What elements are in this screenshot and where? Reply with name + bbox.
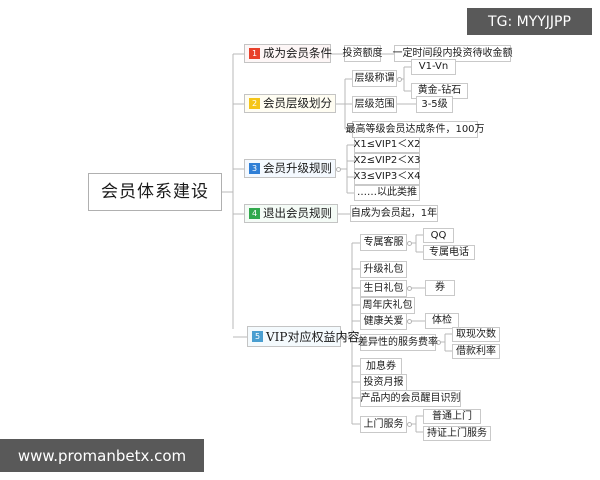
sub-node-top-tier-condition[interactable]: 最高等级会员达成条件，100万 xyxy=(345,121,485,138)
root-node-label: 会员体系建设 xyxy=(101,181,209,202)
connector-dot xyxy=(436,339,441,345)
leaf-node-coupon[interactable]: 券 xyxy=(425,280,455,296)
leaf-node-label: 3-5级 xyxy=(421,98,448,110)
telegram-watermark: TG: MYYJJPP xyxy=(467,8,592,35)
branch-label-2: 会员层级划分 xyxy=(263,95,332,110)
sub-node-interest-coupon[interactable]: 加息券 xyxy=(360,358,402,375)
leaf-node-label: 取现次数 xyxy=(456,328,496,340)
site-watermark-text: www.promanbetx.com xyxy=(17,446,187,465)
connector-dot xyxy=(407,285,412,291)
branch-number-badge-3: 3 xyxy=(249,163,260,174)
sub-node-upgrade-gift[interactable]: 升级礼包 xyxy=(360,261,407,278)
sub-node-door-to-door-service[interactable]: 上门服务 xyxy=(360,416,407,433)
leaf-node-label: 专属电话 xyxy=(429,246,469,258)
branch-node-1[interactable]: 1 成为会员条件 xyxy=(244,44,332,63)
connector-dot xyxy=(336,166,341,172)
branch-node-2[interactable]: 2 会员层级划分 xyxy=(244,94,336,113)
branch-number-badge-1: 1 xyxy=(249,48,260,59)
leaf-node-label: 券 xyxy=(435,282,445,293)
leaf-node-tier-count[interactable]: 3-5级 xyxy=(416,96,453,113)
branch-number-badge-4: 4 xyxy=(249,208,260,219)
connector-dot xyxy=(407,240,412,246)
sub-node-label: 层级范围 xyxy=(354,98,395,110)
sub-node-vip2-rule[interactable]: X2≤VIP2＜X3 xyxy=(353,153,421,169)
sub-node-vip1-rule[interactable]: X1≤VIP1＜X2 xyxy=(353,137,421,153)
branch-node-3[interactable]: 3 会员升级规则 xyxy=(244,159,336,178)
sub-node-differential-fee-rate[interactable]: 差异性的服务费率 xyxy=(358,334,438,351)
sub-node-label: 周年庆礼包 xyxy=(362,299,413,311)
leaf-node-label: 持证上门服务 xyxy=(427,427,487,439)
sub-node-dedicated-service[interactable]: 专属客服 xyxy=(360,234,407,251)
sub-node-label: X1≤VIP1＜X2 xyxy=(353,139,421,150)
leaf-node-label: 黄金-钻石 xyxy=(417,85,462,96)
sub-node-monthly-report[interactable]: 投资月报 xyxy=(360,374,407,391)
leaf-node-certified-visit[interactable]: 持证上门服务 xyxy=(423,426,491,441)
sub-node-label: 层级称谓 xyxy=(354,72,395,84)
root-node[interactable]: 会员体系建设 xyxy=(88,173,222,211)
leaf-node-label: 普通上门 xyxy=(432,410,472,422)
sub-node-label: 差异性的服务费率 xyxy=(358,336,438,348)
sub-node-label: 生日礼包 xyxy=(363,282,404,294)
telegram-watermark-text: TG: MYYJJPP xyxy=(488,13,571,30)
sub-node-label: 自成为会员起，1年 xyxy=(350,207,438,219)
sub-node-member-highlight[interactable]: 产品内的会员醒目识别 xyxy=(360,390,461,407)
sub-node-tier-range[interactable]: 层级范围 xyxy=(352,96,397,113)
leaf-node-v1-vn[interactable]: V1-Vn xyxy=(411,59,456,75)
sub-node-label: 专属客服 xyxy=(363,236,404,248)
sub-node-label: ……以此类推 xyxy=(357,187,417,198)
connector-dot xyxy=(341,334,346,340)
connector-dot xyxy=(407,421,412,427)
leaf-node-withdrawal-count[interactable]: 取现次数 xyxy=(452,327,500,342)
sub-node-membership-duration[interactable]: 自成为会员起，1年 xyxy=(350,205,438,222)
leaf-node-dedicated-phone[interactable]: 专属电话 xyxy=(423,245,475,260)
sub-node-label: X2≤VIP2＜X3 xyxy=(353,155,421,166)
sub-node-label: 上门服务 xyxy=(363,418,404,430)
sub-node-birthday-gift[interactable]: 生日礼包 xyxy=(360,280,407,297)
branch-node-5[interactable]: 5 VIP对应权益内容 xyxy=(247,326,359,347)
leaf-node-label: 借款利率 xyxy=(456,345,496,357)
sub-node-label: 最高等级会员达成条件，100万 xyxy=(345,123,485,135)
leaf-node-qq[interactable]: QQ xyxy=(423,228,454,243)
sub-node-vip3-rule[interactable]: X3≤VIP3＜X4 xyxy=(353,169,421,185)
leaf-node-loan-interest-rate[interactable]: 借款利率 xyxy=(452,344,500,359)
branch-label-3: 会员升级规则 xyxy=(263,160,332,175)
sub-node-label: X3≤VIP3＜X4 xyxy=(353,171,421,182)
branch-label-4: 退出会员规则 xyxy=(263,205,332,220)
branch-node-4[interactable]: 4 退出会员规则 xyxy=(244,204,338,223)
sub-node-label: 健康关爱 xyxy=(363,315,404,327)
leaf-node-label: 一定时间段内投资待收金额 xyxy=(392,47,513,59)
leaf-node-standard-visit[interactable]: 普通上门 xyxy=(423,409,481,424)
branch-number-badge-2: 2 xyxy=(249,98,260,109)
sub-node-label: 加息券 xyxy=(366,360,396,372)
sub-node-label: 投资月报 xyxy=(363,376,404,388)
connector-dot xyxy=(407,318,412,324)
branch-label-5: VIP对应权益内容 xyxy=(266,329,360,344)
sub-node-label: 产品内的会员醒目识别 xyxy=(360,392,461,404)
connector-dot xyxy=(397,76,402,82)
sub-node-tier-title[interactable]: 层级称谓 xyxy=(352,70,397,87)
branch-label-1: 成为会员条件 xyxy=(263,45,332,60)
sub-node-anniversary-gift[interactable]: 周年庆礼包 xyxy=(360,297,415,314)
leaf-node-label: 体检 xyxy=(432,315,452,326)
sub-node-invest-quota[interactable]: 投资额度 xyxy=(342,45,383,62)
branch-number-badge-5: 5 xyxy=(252,331,263,342)
site-watermark: www.promanbetx.com xyxy=(0,439,204,472)
leaf-node-label: QQ xyxy=(430,229,447,241)
sub-node-health-care[interactable]: 健康关爱 xyxy=(360,313,407,330)
sub-node-and-so-on[interactable]: ……以此类推 xyxy=(354,185,420,201)
leaf-node-medical-checkup[interactable]: 体检 xyxy=(425,313,459,329)
sub-node-label: 投资额度 xyxy=(342,47,383,59)
sub-node-label: 升级礼包 xyxy=(363,263,404,275)
leaf-node-label: V1-Vn xyxy=(418,61,449,72)
